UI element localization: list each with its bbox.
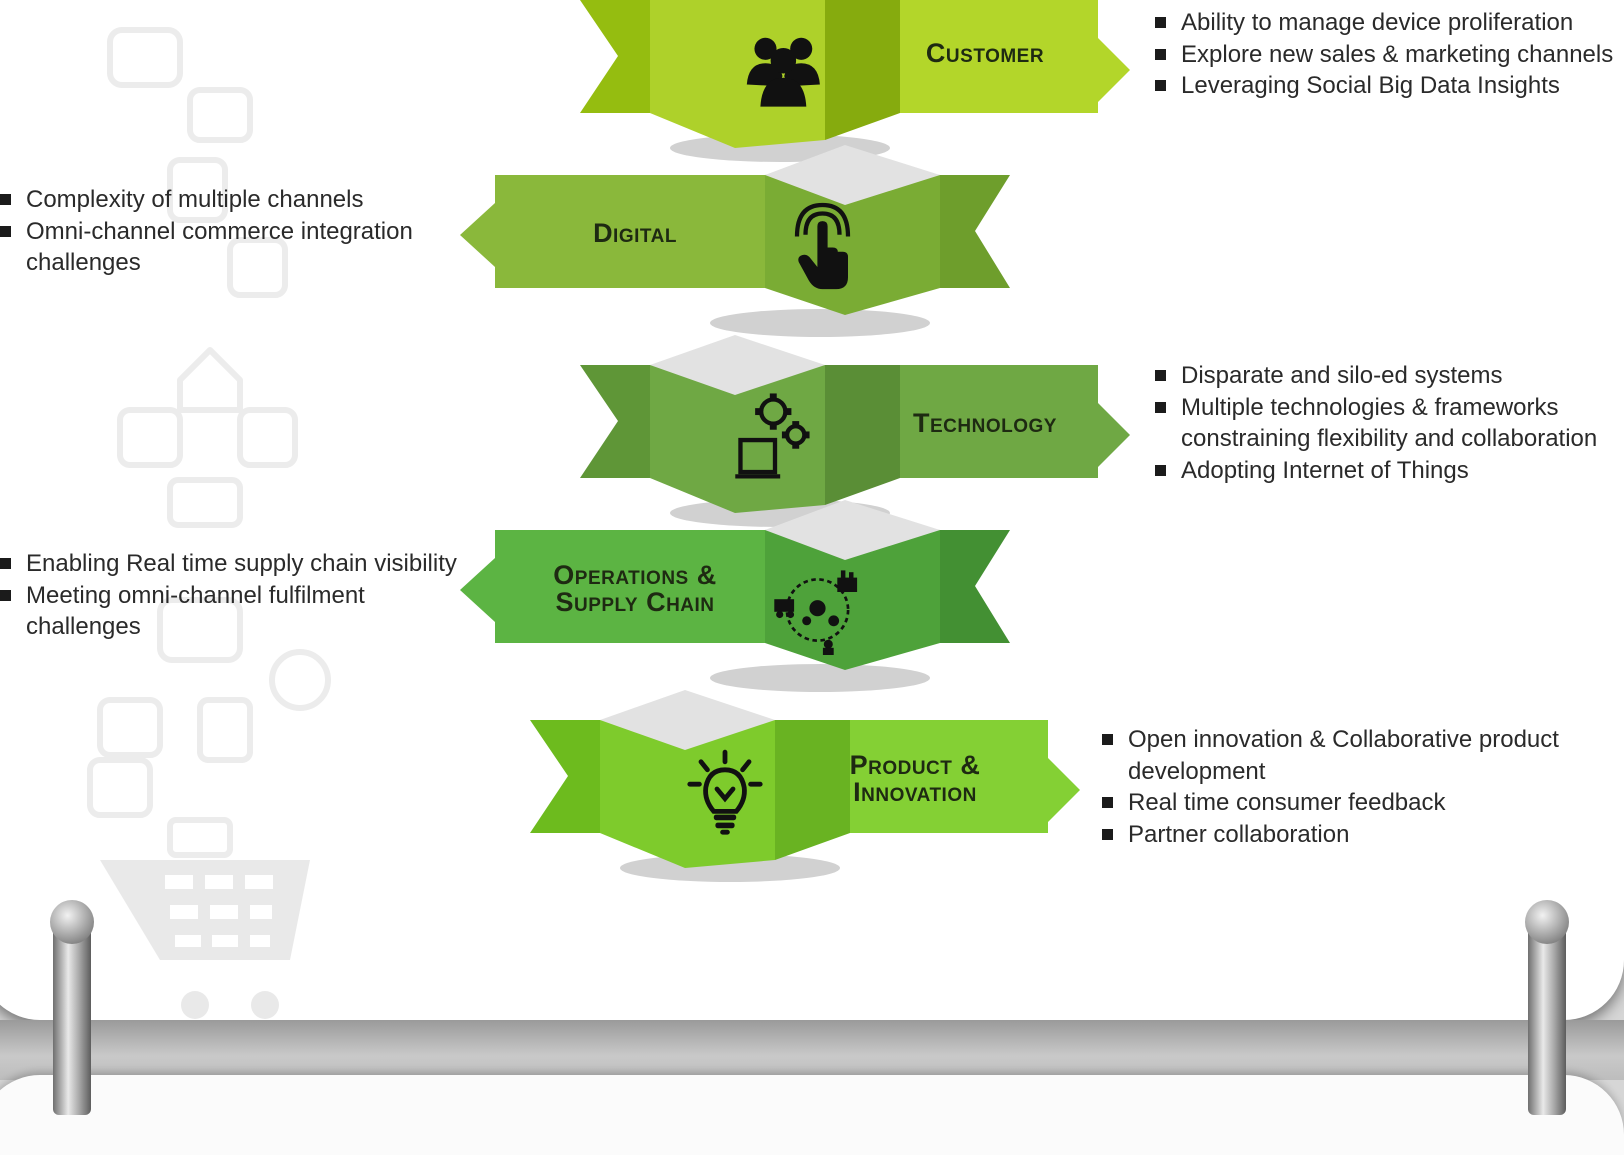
list-item: Disparate and silo-ed systems — [1155, 360, 1597, 392]
list-item: Adopting Internet of Things — [1155, 455, 1597, 487]
digital-segment: Digital — [460, 145, 1020, 345]
people-group-icon — [746, 37, 820, 107]
digital-label: Digital — [593, 218, 677, 248]
right-pole — [1528, 910, 1566, 1115]
product-segment: Product & Innovation — [530, 690, 1090, 890]
customer-segment: Customer — [580, 0, 1140, 170]
list-item: Partner collaboration — [1102, 819, 1559, 851]
operations-label: Operations & Supply Chain — [553, 560, 717, 617]
list-item: Ability to manage device proliferation — [1155, 7, 1613, 39]
operations-points: Enabling Real time supply chain visibili… — [0, 548, 457, 643]
product-label: Product & Innovation — [849, 750, 981, 807]
list-item: Explore new sales & marketing channels — [1155, 39, 1613, 71]
technology-segment: Technology — [580, 335, 1140, 535]
background-icon-doodles — [87, 27, 331, 1019]
touch-hand-icon — [794, 202, 851, 290]
operations-segment: Operations & Supply Chain — [460, 500, 1020, 700]
technology-label: Technology — [913, 408, 1057, 438]
customer-ribbon — [580, 0, 1130, 162]
left-pole-cap — [50, 900, 94, 944]
left-pole — [53, 910, 91, 1115]
technology-points: Disparate and silo-ed systems Multiple t… — [1155, 360, 1597, 486]
list-item: Real time consumer feedback — [1102, 787, 1559, 819]
digital-ribbon — [460, 145, 1010, 337]
shelf-bar — [0, 1020, 1624, 1080]
customer-points: Ability to manage device proliferation E… — [1155, 7, 1613, 102]
right-pole-cap — [1525, 900, 1569, 944]
list-item: Complexity of multiple channels — [0, 184, 413, 216]
customer-label: Customer — [925, 38, 1045, 68]
list-item: Enabling Real time supply chain visibili… — [0, 548, 457, 580]
lightbulb-icon — [687, 749, 763, 835]
lower-panel — [0, 1075, 1624, 1155]
product-ribbon — [530, 690, 1080, 882]
supply-chain-gears-icon — [774, 570, 858, 655]
list-item: Leveraging Social Big Data Insights — [1155, 70, 1613, 102]
gears-laptop-icon — [735, 393, 810, 479]
digital-points: Complexity of multiple channels Omni-cha… — [0, 184, 413, 279]
operations-ribbon — [460, 500, 1010, 692]
